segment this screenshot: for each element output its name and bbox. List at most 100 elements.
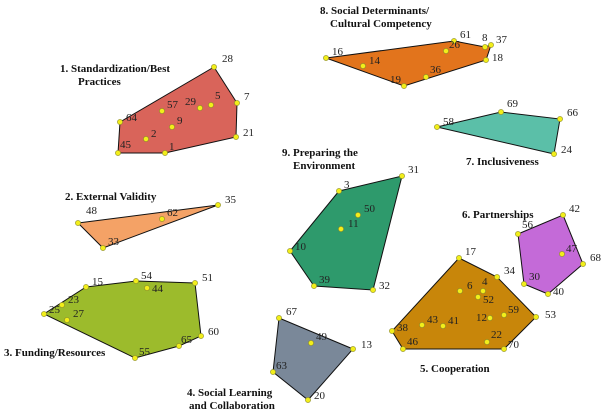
statement-point[interactable]	[401, 83, 407, 89]
statement-point[interactable]	[551, 151, 557, 157]
cluster-4-hull	[272, 317, 354, 401]
statement-label: 43	[427, 314, 439, 326]
cluster-9-hull	[289, 175, 403, 291]
statement-point[interactable]	[198, 333, 204, 339]
statement-point[interactable]	[287, 248, 293, 254]
statement-point[interactable]	[557, 116, 563, 122]
statement-label: 68	[590, 252, 602, 264]
statement-point[interactable]	[215, 202, 221, 208]
statement-point[interactable]	[270, 369, 276, 375]
statement-point[interactable]	[443, 48, 449, 54]
statement-label: 34	[504, 265, 516, 277]
statement-label: 67	[286, 306, 298, 318]
statement-label: 35	[225, 194, 237, 206]
statement-point[interactable]	[533, 314, 539, 320]
statement-point[interactable]	[360, 63, 366, 69]
statement-point[interactable]	[440, 323, 446, 329]
statement-point[interactable]	[159, 216, 165, 222]
statement-point[interactable]	[169, 124, 175, 130]
cluster-title: Practices	[78, 76, 121, 88]
statement-point[interactable]	[132, 355, 138, 361]
statement-point[interactable]	[233, 134, 239, 140]
statement-point[interactable]	[494, 274, 500, 280]
statement-point[interactable]	[311, 283, 317, 289]
statement-point[interactable]	[115, 150, 121, 156]
statement-point[interactable]	[197, 105, 203, 111]
statement-point[interactable]	[83, 284, 89, 290]
statement-point[interactable]	[487, 315, 493, 321]
statement-label: 59	[508, 304, 520, 316]
statement-point[interactable]	[580, 261, 586, 267]
statement-point[interactable]	[308, 340, 314, 346]
statement-point[interactable]	[143, 136, 149, 142]
statement-point[interactable]	[75, 220, 81, 226]
statement-point[interactable]	[419, 322, 425, 328]
statement-point[interactable]	[545, 291, 551, 297]
cluster-title: 7. Inclusiveness	[466, 156, 539, 168]
statement-point[interactable]	[355, 212, 361, 218]
statement-point[interactable]	[451, 38, 457, 44]
statement-point[interactable]	[211, 64, 217, 70]
statement-point[interactable]	[498, 109, 504, 115]
statement-point[interactable]	[144, 285, 150, 291]
statement-point[interactable]	[133, 278, 139, 284]
statement-point[interactable]	[515, 231, 521, 237]
statement-label: 15	[92, 276, 104, 288]
statement-label: 40	[553, 286, 565, 298]
statement-point[interactable]	[501, 312, 507, 318]
statement-label: 53	[545, 309, 557, 321]
statement-point[interactable]	[208, 102, 214, 108]
statement-point[interactable]	[484, 339, 490, 345]
statement-label: 44	[152, 283, 164, 295]
statement-point[interactable]	[480, 288, 486, 294]
statement-point[interactable]	[41, 311, 47, 317]
statement-point[interactable]	[423, 74, 429, 80]
statement-point[interactable]	[276, 315, 282, 321]
statement-point[interactable]	[434, 124, 440, 130]
statement-point[interactable]	[162, 150, 168, 156]
statement-point[interactable]	[456, 255, 462, 261]
cluster-7-hull	[436, 111, 561, 155]
statement-point[interactable]	[521, 281, 527, 287]
statement-point[interactable]	[370, 287, 376, 293]
statement-point[interactable]	[64, 317, 70, 323]
statement-label: 60	[208, 326, 220, 338]
statement-point[interactable]	[457, 288, 463, 294]
statement-point[interactable]	[488, 42, 494, 48]
statement-point[interactable]	[234, 100, 240, 106]
statement-point[interactable]	[350, 346, 356, 352]
statement-point[interactable]	[559, 251, 565, 257]
statement-point[interactable]	[475, 294, 481, 300]
statement-label: 50	[364, 203, 376, 215]
statement-label: 23	[68, 294, 80, 306]
statement-label: 24	[561, 144, 573, 156]
statement-label: 17	[465, 246, 477, 258]
statement-point[interactable]	[400, 346, 406, 352]
statement-point[interactable]	[338, 226, 344, 232]
statement-point[interactable]	[483, 57, 489, 63]
statement-point[interactable]	[176, 343, 182, 349]
statement-point[interactable]	[336, 188, 342, 194]
statement-point[interactable]	[482, 44, 488, 50]
statement-point[interactable]	[501, 346, 507, 352]
statement-label: 62	[167, 207, 178, 219]
statement-point[interactable]	[323, 55, 329, 61]
statement-point[interactable]	[159, 108, 165, 114]
statement-point[interactable]	[59, 302, 65, 308]
statement-point[interactable]	[117, 119, 123, 125]
statement-label: 14	[369, 55, 381, 67]
statement-label: 12	[476, 312, 487, 324]
cluster-title: 8. Social Determinants/	[320, 5, 430, 17]
statement-point[interactable]	[399, 173, 405, 179]
statement-point[interactable]	[305, 397, 311, 403]
statement-label: 13	[361, 339, 373, 351]
statement-label: 30	[529, 271, 541, 283]
statement-point[interactable]	[100, 245, 106, 251]
statement-label: 11	[348, 218, 359, 230]
statement-point[interactable]	[192, 280, 198, 286]
statement-point[interactable]	[389, 328, 395, 334]
statement-point[interactable]	[560, 212, 566, 218]
statement-label: 42	[569, 203, 580, 215]
